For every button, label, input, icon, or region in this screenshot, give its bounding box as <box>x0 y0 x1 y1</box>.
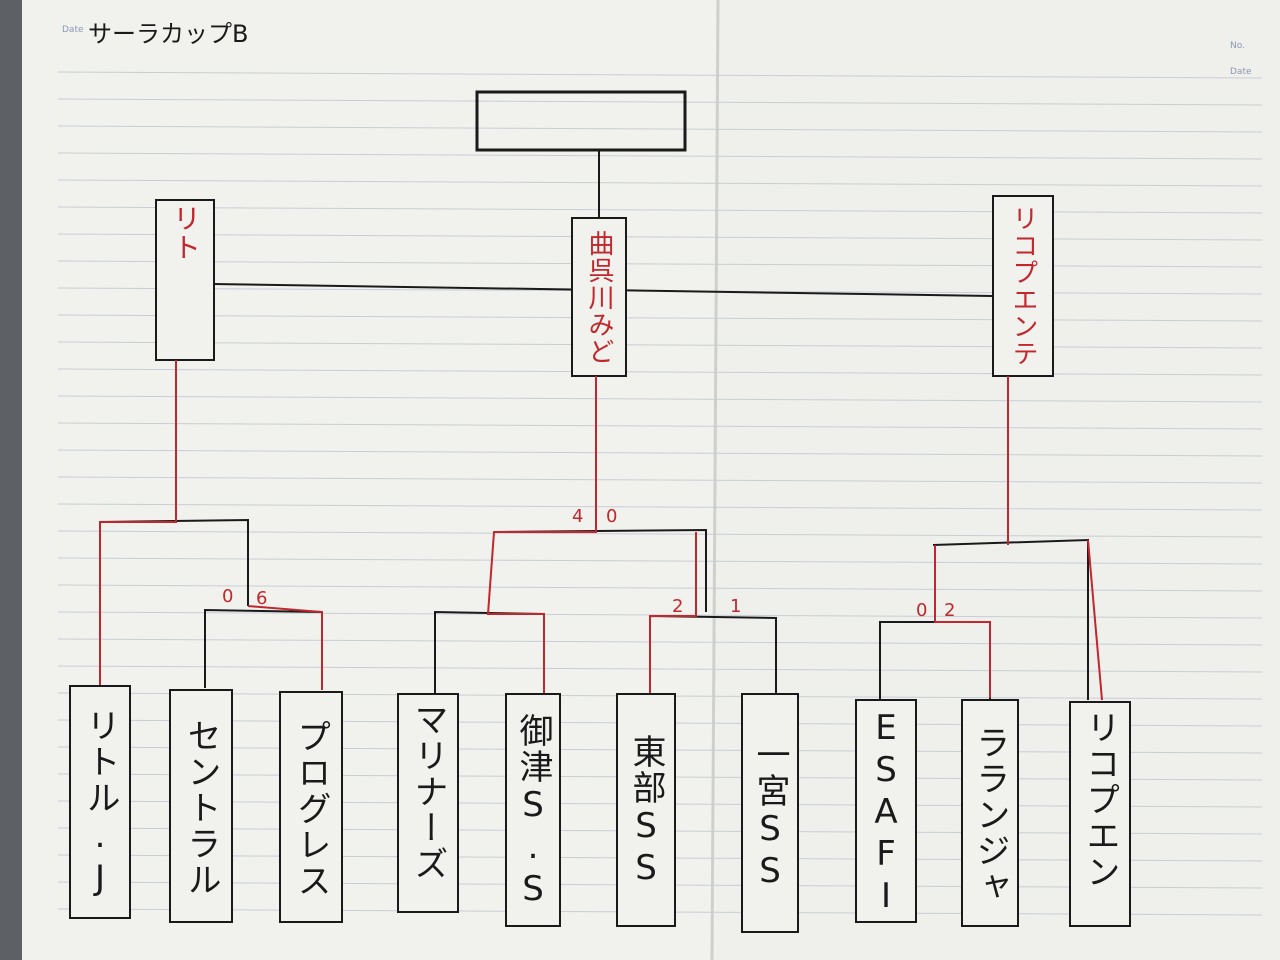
team-name: DESAFIO <box>866 708 906 918</box>
score-label: 0 <box>916 600 927 621</box>
team-box <box>169 689 233 923</box>
score-label: 0 <box>606 506 617 527</box>
team-box <box>961 699 1019 927</box>
semifinalist-names: リトル.J 曲呉川みど リコプエンテ <box>169 204 1038 367</box>
team-box <box>855 699 917 923</box>
score-label: 4 <box>572 506 583 527</box>
team-name: 東部SS <box>626 734 666 890</box>
team-box <box>279 691 343 923</box>
team-boxes: リトル.J セントラル プログレス マリナーズB 御津S.S 東部SS 一宮SS DESAFI… <box>69 685 1131 933</box>
page-title: サーラカップB <box>88 20 248 48</box>
team-name: 一宮SS <box>750 737 790 893</box>
bracket-lines-red <box>99 360 1103 701</box>
team-box <box>505 693 561 927</box>
team-name: リコプエンテ <box>1080 710 1120 890</box>
date-label: Date <box>62 25 84 35</box>
no-label: No. <box>1230 41 1245 51</box>
team-name: リトル.J <box>80 708 120 900</box>
ruled-lines <box>57 71 1263 916</box>
score-label: 6 <box>256 588 267 609</box>
team-box <box>397 693 459 913</box>
score-label: 1 <box>730 596 741 617</box>
semifinal-box-right <box>992 195 1054 377</box>
team-box <box>741 693 799 933</box>
winner-box <box>475 90 687 152</box>
semifinal-box-left <box>155 199 215 361</box>
team-box <box>616 693 676 927</box>
team-box <box>69 685 131 919</box>
score-label: 2 <box>672 596 683 617</box>
team-name: プログレス <box>291 719 331 899</box>
semifinalist-name: リコプエンテ <box>1008 205 1038 367</box>
semifinalist-name: 曲呉川みど <box>584 229 614 365</box>
score-label: 2 <box>944 600 955 621</box>
team-name: セントラル <box>181 718 221 898</box>
team-name: ラランジャ <box>970 725 1010 905</box>
team-name: マリナーズB <box>408 702 448 882</box>
semifinalist-name: リトル.J <box>169 204 202 262</box>
semifinal-box-center <box>571 217 627 377</box>
team-box <box>1069 701 1131 927</box>
score-label: 0 <box>222 586 233 607</box>
date-label-right: Date <box>1230 67 1252 77</box>
team-name: 御津S.S <box>513 713 553 911</box>
